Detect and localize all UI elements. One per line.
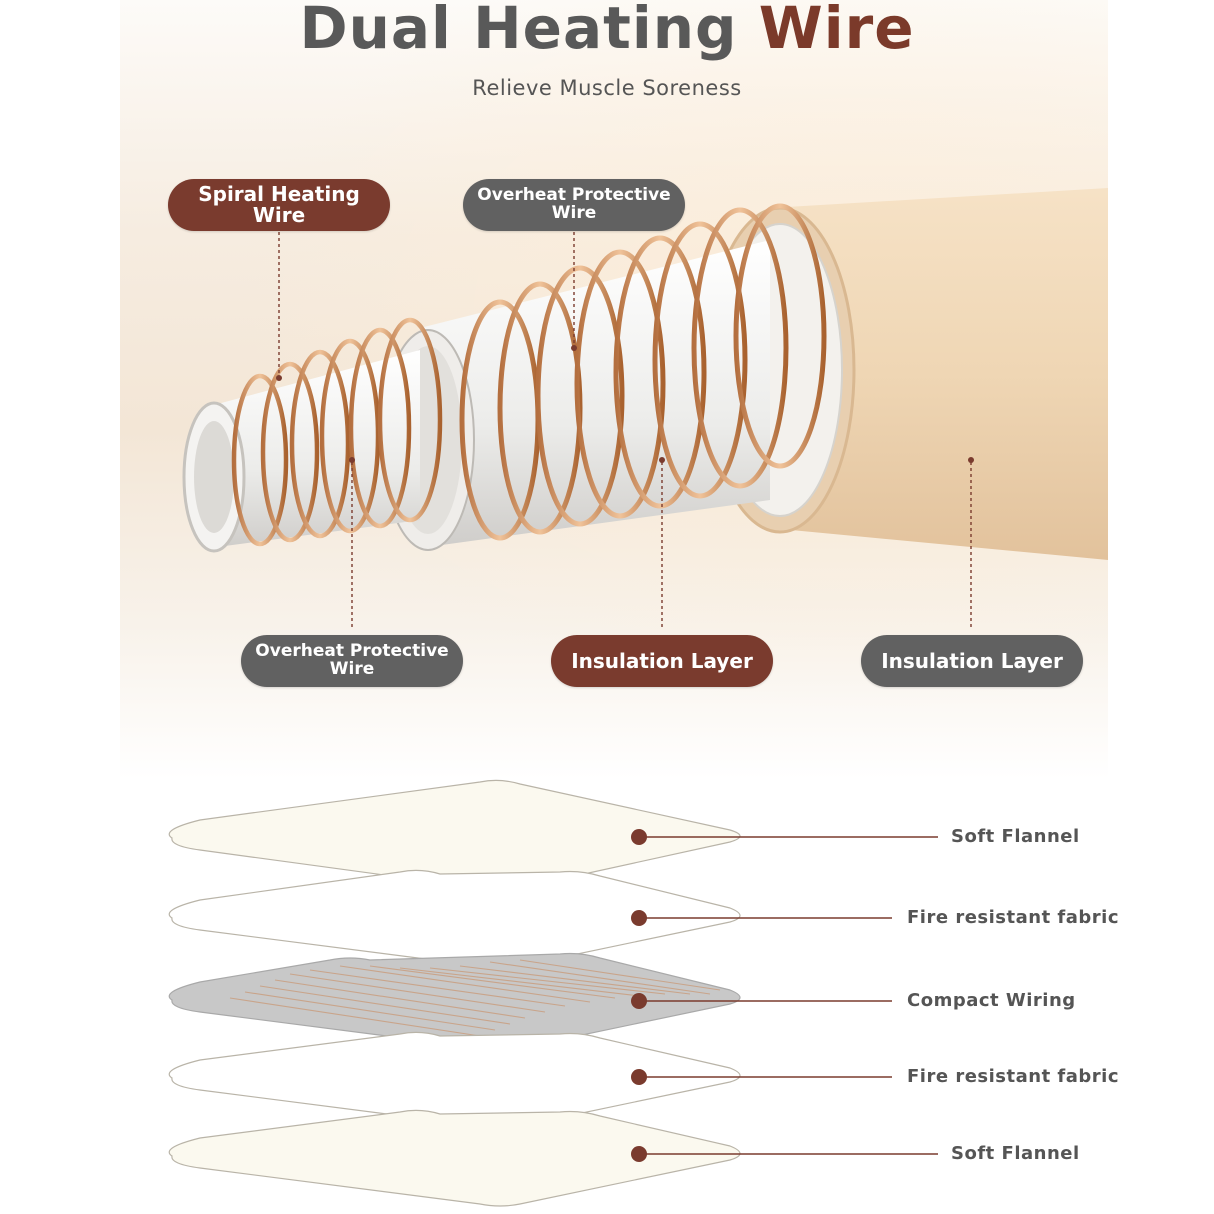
layer-label-fire-resistant-top: Fire resistant fabric: [907, 907, 1120, 928]
leader-lines: [276, 232, 974, 630]
leader-dot: [631, 993, 647, 1009]
layer-leader-lines: [631, 829, 938, 1162]
title-part-2: Wire: [758, 0, 915, 62]
spiral-heating-coil: [231, 317, 443, 547]
label-spiral-heating-wire: Spiral Heating Wire: [168, 179, 390, 231]
layer-label-soft-flannel-bottom: Soft Flannel: [951, 1143, 1080, 1164]
layer-label-compact-wiring: Compact Wiring: [907, 990, 1076, 1011]
label-overheat-protective-wire-top: Overheat Protective Wire: [463, 179, 685, 231]
layer-fire-resistant-top: [168, 869, 741, 969]
layer-label-fire-resistant-bottom: Fire resistant fabric: [907, 1066, 1120, 1087]
title-part-1: Dual Heating: [299, 0, 738, 62]
cable-illustration: [182, 188, 1108, 630]
page-title: Dual Heating Wire: [0, 0, 1214, 62]
layer-soft-flannel-top: [168, 779, 741, 891]
label-overheat-protective-wire-bottom: Overheat Protective Wire: [241, 635, 463, 687]
label-insulation-layer-outer: Insulation Layer: [861, 635, 1083, 687]
leader-dot: [631, 910, 647, 926]
leader-dot: [631, 829, 647, 845]
layer-soft-flannel-bottom: [168, 1109, 741, 1207]
layer-compact-wiring: [168, 952, 741, 1051]
layer-label-soft-flannel-top: Soft Flannel: [951, 826, 1080, 847]
leader-dot: [631, 1146, 647, 1162]
leader-dot: [631, 1069, 647, 1085]
page-subtitle: Relieve Muscle Soreness: [472, 76, 742, 100]
overheat-protective-coil: [459, 203, 827, 541]
label-insulation-layer-inner: Insulation Layer: [551, 635, 773, 687]
